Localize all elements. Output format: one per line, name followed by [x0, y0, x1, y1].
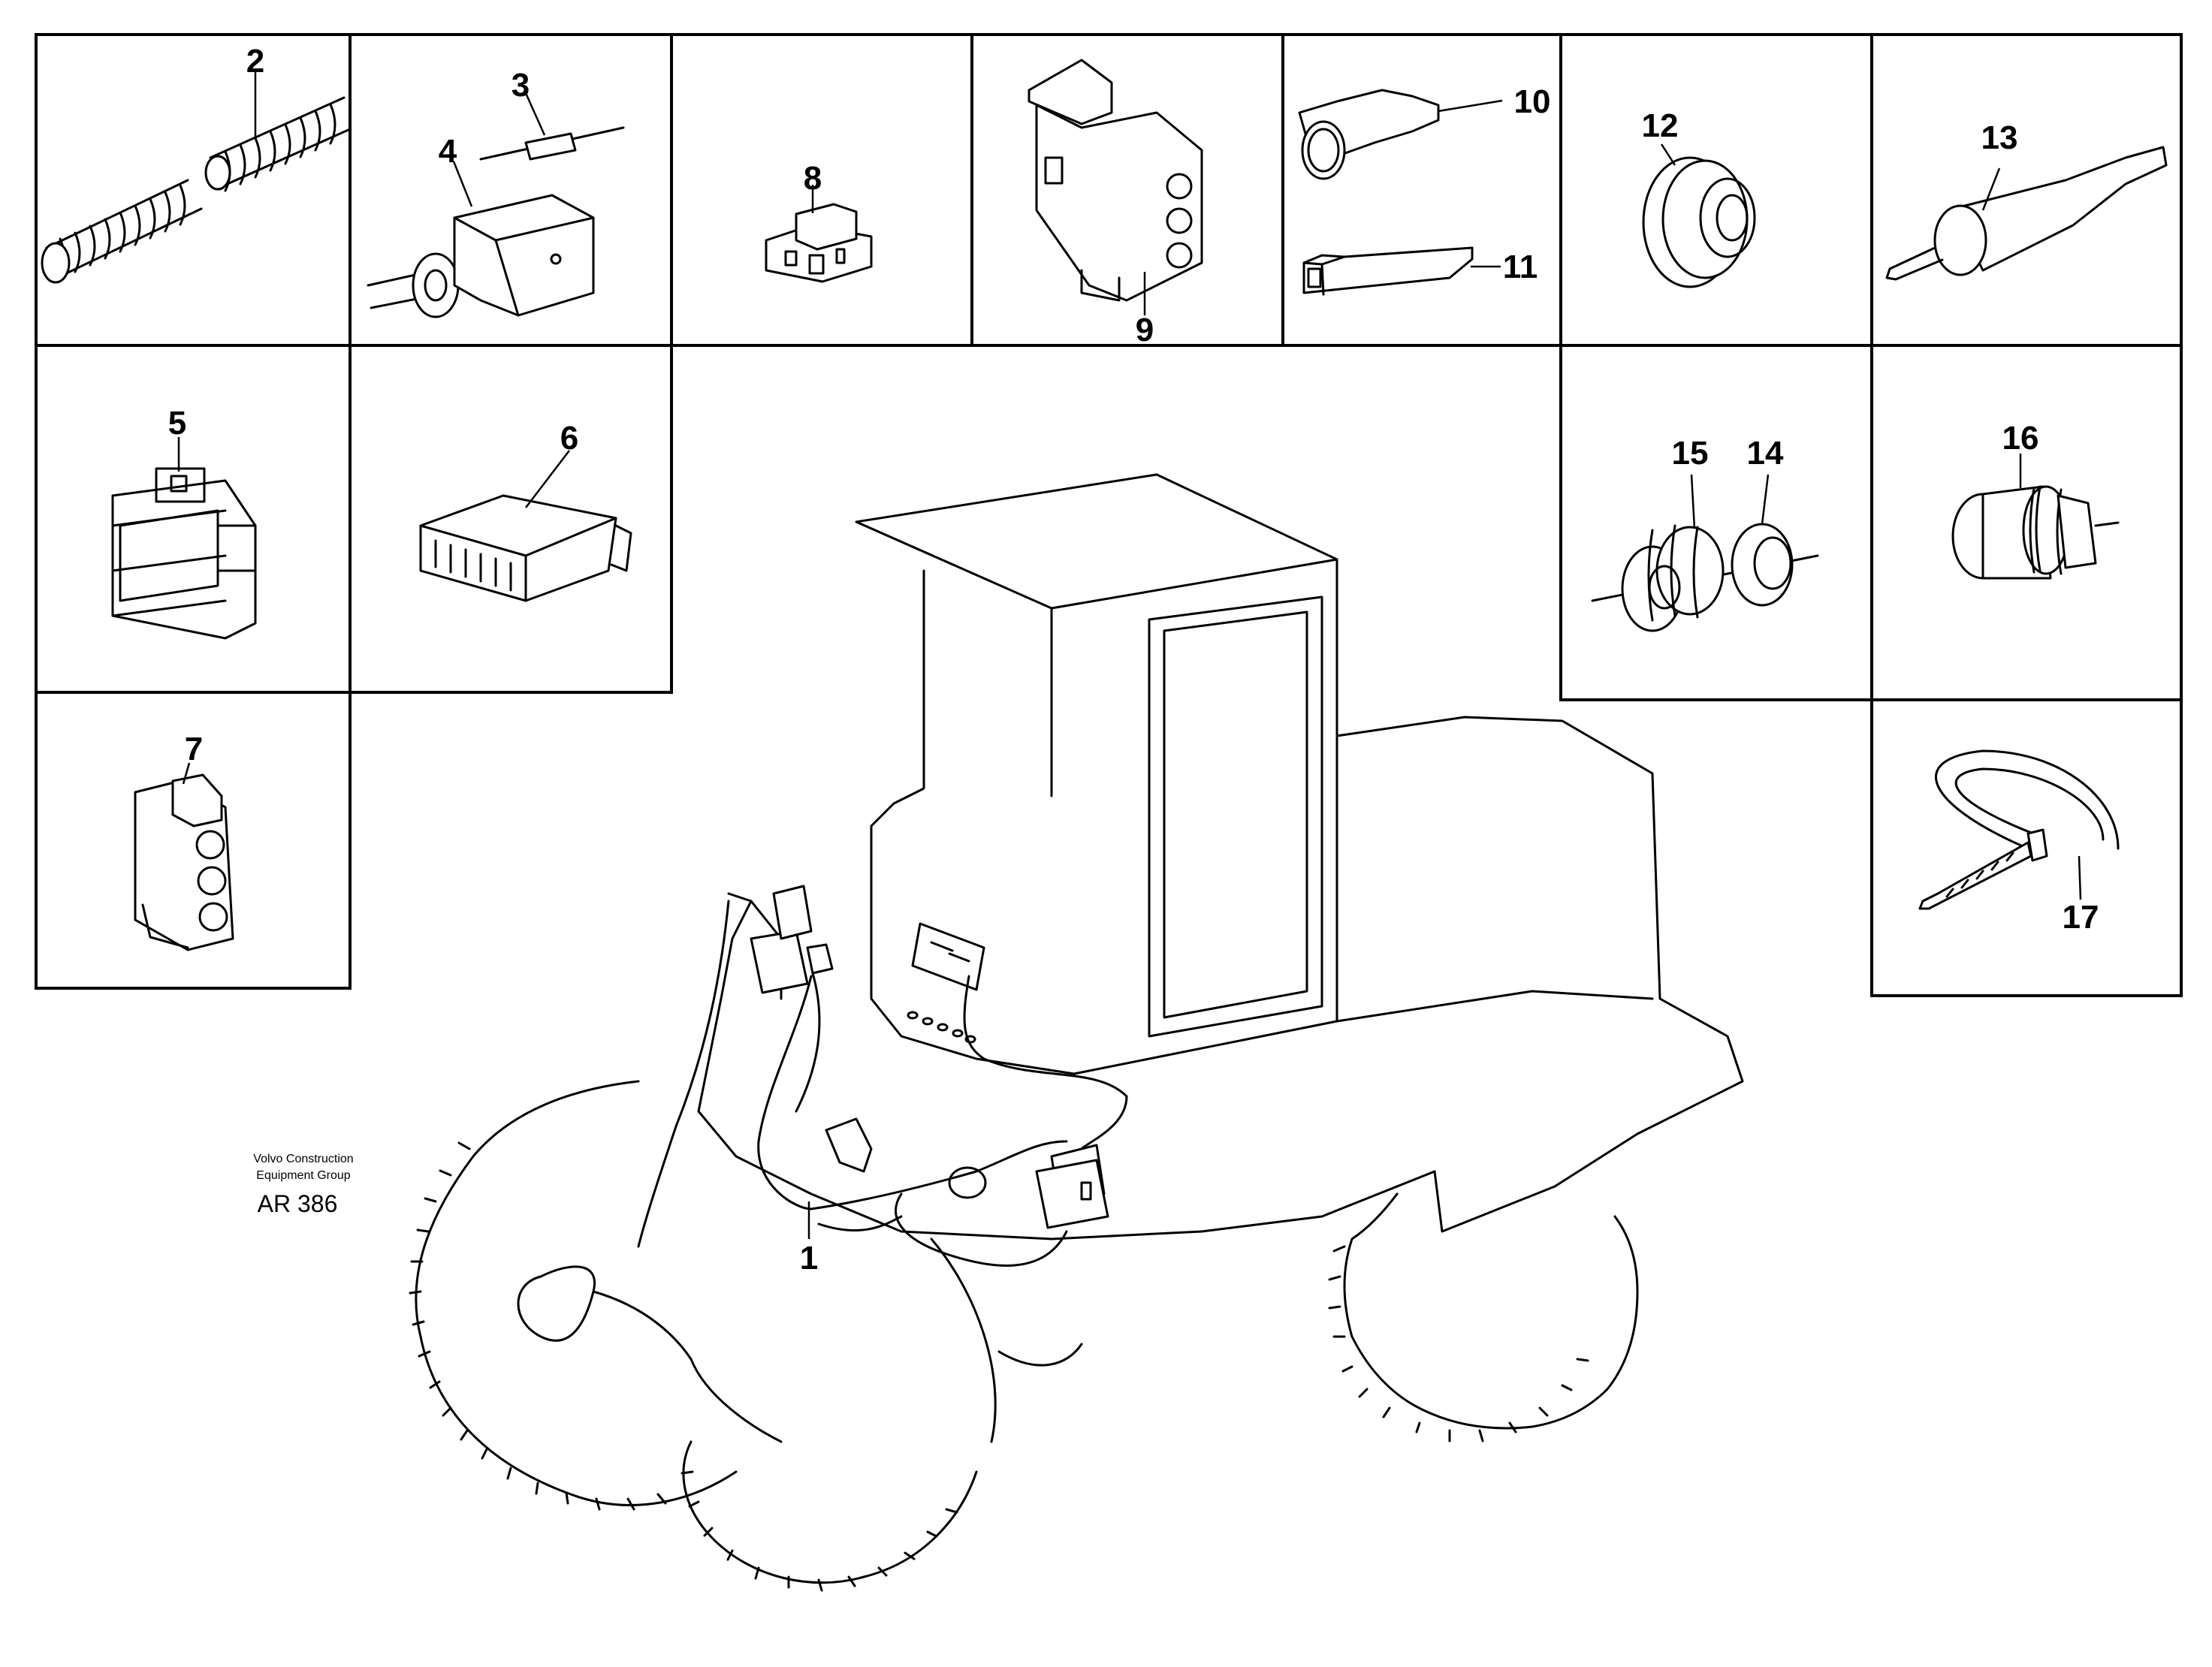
- label-17: 17: [2063, 899, 2099, 936]
- caption-company-line1: Volvo Construction: [253, 1153, 353, 1165]
- label-5: 5: [168, 405, 186, 442]
- label-14: 14: [1747, 435, 1784, 472]
- caption: Volvo Construction Equipment Group AR 38…: [253, 1153, 353, 1217]
- caption-code: AR 386: [258, 1190, 338, 1217]
- label-1: 1: [800, 1240, 818, 1277]
- label-2: 2: [246, 43, 264, 80]
- relay-socket-part: [765, 185, 873, 283]
- label-15: 15: [1672, 435, 1709, 472]
- multi-pin-connector-part: [419, 450, 632, 602]
- grommet-part: [1642, 143, 1756, 288]
- cable-tie-part: [1918, 749, 2120, 910]
- label-9: 9: [1136, 312, 1154, 348]
- washer-part: [1731, 474, 1794, 607]
- plug-housing-part: [1028, 59, 1203, 315]
- relay-holder-part: [111, 437, 257, 640]
- label-3: 3: [512, 67, 530, 104]
- part-boxes-grid: [35, 33, 2183, 997]
- label-10: 10: [1514, 83, 1551, 120]
- corrugated-conduit-part: [41, 72, 352, 284]
- label-11: 11: [1503, 249, 1538, 285]
- gland-nut-part: [1591, 474, 1819, 632]
- callout-labels: 2 3 4 8 9 10 11 12 13 5 6 15 14 16 7 17 …: [168, 43, 2099, 1277]
- loader-machine: [409, 473, 1744, 1592]
- valve-connector-part: [367, 161, 595, 318]
- caption-company-line2: Equipment Group: [256, 1169, 351, 1182]
- label-7: 7: [185, 731, 203, 767]
- diode-part: [479, 92, 625, 161]
- label-12: 12: [1642, 107, 1679, 144]
- label-8: 8: [804, 160, 822, 197]
- label-6: 6: [560, 420, 578, 457]
- three-pin-plug-part: [134, 762, 234, 951]
- label-4: 4: [439, 133, 457, 170]
- label-16: 16: [2002, 420, 2039, 457]
- threaded-adapter-part: [1951, 454, 2120, 580]
- boot-terminal-part: [1885, 146, 2168, 281]
- rubber-boot-part: [1298, 89, 1503, 180]
- flat-receptacle-part: [1302, 246, 1501, 296]
- label-13: 13: [1981, 119, 2018, 156]
